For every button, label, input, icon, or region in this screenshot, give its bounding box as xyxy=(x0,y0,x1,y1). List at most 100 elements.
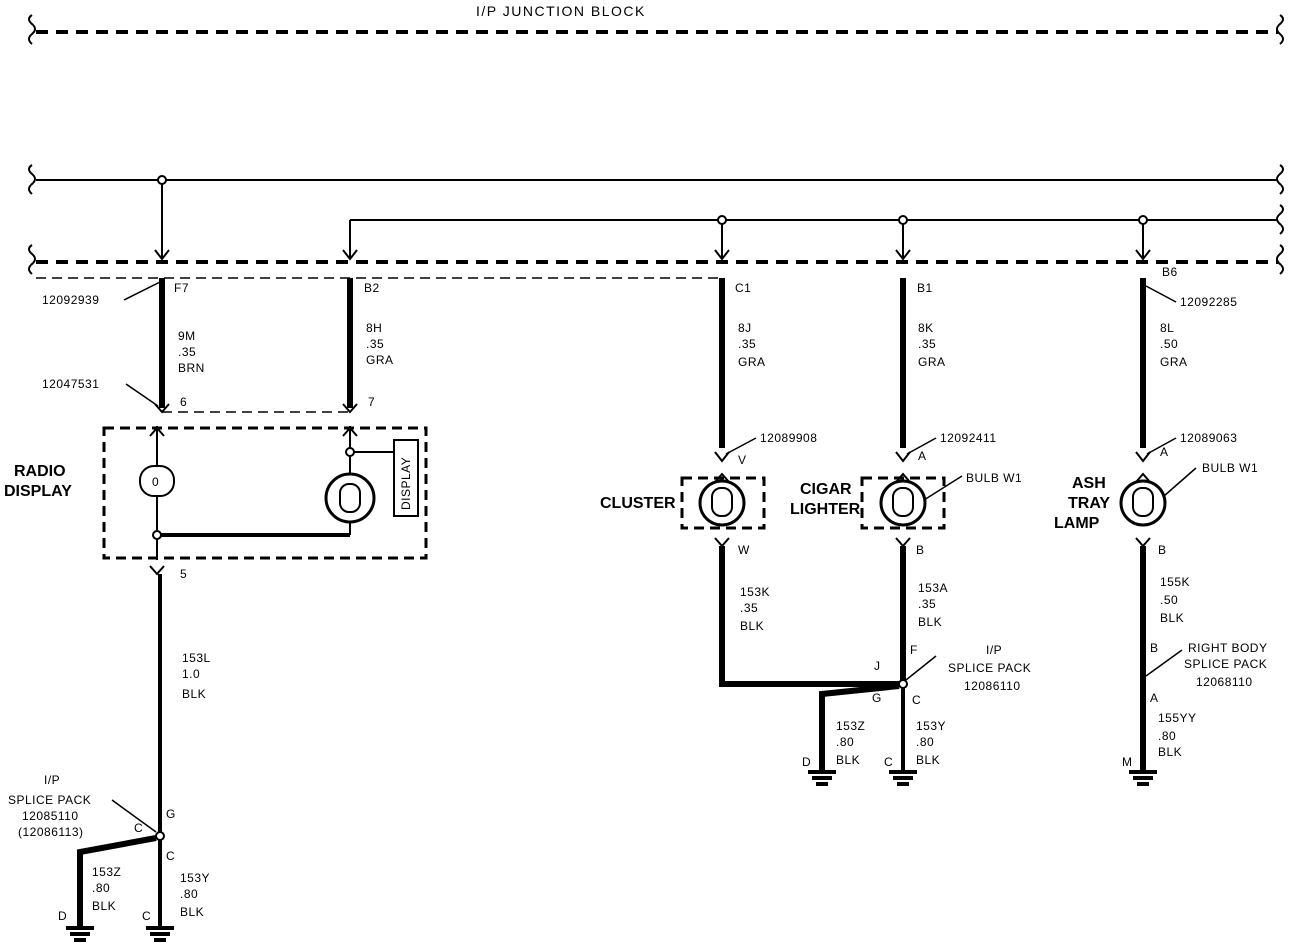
svg-text:153Z: 153Z xyxy=(836,719,865,733)
power-bus-lower xyxy=(342,204,1284,261)
right-break-mark xyxy=(1276,14,1284,45)
svg-text:A: A xyxy=(1150,691,1159,705)
wire-153k xyxy=(719,546,900,687)
pin-b6: B6 xyxy=(1162,265,1178,279)
svg-text:LAMP: LAMP xyxy=(1054,515,1100,532)
svg-text:D: D xyxy=(802,755,811,769)
display-tag xyxy=(393,439,419,517)
svg-text:G: G xyxy=(872,691,882,705)
pin-f7: F7 xyxy=(174,281,189,295)
svg-text:153A: 153A xyxy=(918,581,948,595)
svg-text:8L: 8L xyxy=(1160,321,1174,335)
pin-c1: C1 xyxy=(735,281,751,295)
svg-text:.35: .35 xyxy=(918,337,936,351)
svg-text:BLK: BLK xyxy=(836,753,860,767)
connector-12092285: 12092285 xyxy=(1180,295,1237,309)
svg-text:CLUSTER: CLUSTER xyxy=(600,495,676,512)
svg-text:12068110: 12068110 xyxy=(1196,675,1253,689)
pin-b1: B1 xyxy=(917,281,933,295)
cigar-lighter-circuit: 8K .35 GRA 12092411 A BULB W1 CIGAR LIGH… xyxy=(790,278,1022,680)
svg-text:5: 5 xyxy=(180,567,187,581)
svg-text:BRN: BRN xyxy=(178,361,205,375)
svg-text:RIGHT BODY: RIGHT BODY xyxy=(1188,641,1267,655)
svg-text:J: J xyxy=(874,659,881,673)
svg-text:.35: .35 xyxy=(918,597,936,611)
pin-b2: B2 xyxy=(364,281,380,295)
svg-text:BULB W1: BULB W1 xyxy=(966,471,1022,485)
cluster-circuit: 8J .35 GRA 12089908 V CLUSTER W 153K .35… xyxy=(600,278,900,687)
wire-153z-left xyxy=(77,835,157,926)
junction-block-border-bottom xyxy=(28,244,1284,279)
svg-text:.80: .80 xyxy=(1158,729,1176,743)
svg-text:12089908: 12089908 xyxy=(760,431,817,445)
svg-text:12089063: 12089063 xyxy=(1180,431,1237,445)
radio-label-2: DISPLAY xyxy=(4,483,72,500)
cigar-lighter-box xyxy=(860,476,946,530)
svg-text:8H: 8H xyxy=(366,321,382,335)
svg-text:SPLICE PACK: SPLICE PACK xyxy=(1184,657,1267,671)
svg-text:153Y: 153Y xyxy=(916,719,946,733)
svg-text:12086110: 12086110 xyxy=(964,679,1021,693)
svg-text:8J: 8J xyxy=(738,321,752,335)
junction-block-title: I/P JUNCTION BLOCK xyxy=(476,3,646,19)
svg-text:.50: .50 xyxy=(1160,337,1178,351)
svg-text:12085110: 12085110 xyxy=(22,809,79,823)
svg-text:C: C xyxy=(134,821,143,835)
radio-label-1: RADIO xyxy=(14,463,66,480)
svg-text:C: C xyxy=(166,849,175,863)
svg-text:153K: 153K xyxy=(740,585,770,599)
svg-text:.50: .50 xyxy=(1160,593,1178,607)
svg-text:.80: .80 xyxy=(916,735,934,749)
svg-text:D: D xyxy=(58,909,67,923)
svg-text:.35: .35 xyxy=(178,345,196,359)
svg-text:B: B xyxy=(1150,641,1159,655)
svg-text:153L: 153L xyxy=(182,651,211,665)
svg-text:A: A xyxy=(918,449,927,463)
svg-text:.35: .35 xyxy=(366,337,384,351)
svg-text:C: C xyxy=(884,755,893,769)
svg-text:BLK: BLK xyxy=(182,687,206,701)
radio-display-box xyxy=(102,426,428,560)
svg-text:BLK: BLK xyxy=(180,905,204,919)
left-break-mark xyxy=(28,14,36,45)
svg-text:.35: .35 xyxy=(740,601,758,615)
ground-symbol-right-m xyxy=(1129,770,1157,786)
svg-text:GRA: GRA xyxy=(738,355,766,369)
svg-text:A: A xyxy=(1160,445,1169,459)
middle-splice-pack: J F I/P SPLICE PACK 12086110 G C 153Z .8… xyxy=(802,643,1031,786)
svg-text:.35: .35 xyxy=(738,337,756,351)
power-bus-upper xyxy=(28,164,1284,261)
svg-text:BLK: BLK xyxy=(918,615,942,629)
svg-text:GRA: GRA xyxy=(918,355,946,369)
svg-text:.80: .80 xyxy=(180,887,198,901)
svg-text:BLK: BLK xyxy=(1160,611,1184,625)
svg-text:SPLICE PACK: SPLICE PACK xyxy=(948,661,1031,675)
ground-symbol-mid-d xyxy=(808,770,836,786)
ground-symbol-left-c xyxy=(146,926,174,942)
ground-symbol-left-d xyxy=(66,926,94,942)
svg-text:DISPLAY: DISPLAY xyxy=(399,457,413,510)
cluster-box xyxy=(680,476,766,530)
svg-text:BULB W1: BULB W1 xyxy=(1202,461,1258,475)
svg-text:ASH: ASH xyxy=(1072,475,1106,492)
ash-tray-lamp-circuit: 8L .50 GRA 12089063 A BULB W1 ASH TRAY L… xyxy=(1054,278,1267,786)
svg-text:6: 6 xyxy=(180,395,187,409)
svg-text:155K: 155K xyxy=(1160,575,1190,589)
svg-text:153Y: 153Y xyxy=(180,871,210,885)
svg-text:F: F xyxy=(910,643,918,657)
svg-text:V: V xyxy=(738,453,747,467)
svg-text:BLK: BLK xyxy=(740,619,764,633)
svg-text:1.0: 1.0 xyxy=(182,667,200,681)
svg-text:GRA: GRA xyxy=(366,353,394,367)
left-splice-pack: I/P SPLICE PACK 12085110 (12086113) G C … xyxy=(8,773,210,942)
svg-text:155YY: 155YY xyxy=(1158,711,1197,725)
svg-text:B: B xyxy=(1158,543,1167,557)
svg-text:.80: .80 xyxy=(92,881,110,895)
svg-text:153Z: 153Z xyxy=(92,865,121,879)
svg-text:B: B xyxy=(916,543,925,557)
svg-text:SPLICE PACK: SPLICE PACK xyxy=(8,793,91,807)
svg-text:C: C xyxy=(142,909,151,923)
svg-text:W: W xyxy=(738,543,750,557)
svg-text:.80: .80 xyxy=(836,735,854,749)
